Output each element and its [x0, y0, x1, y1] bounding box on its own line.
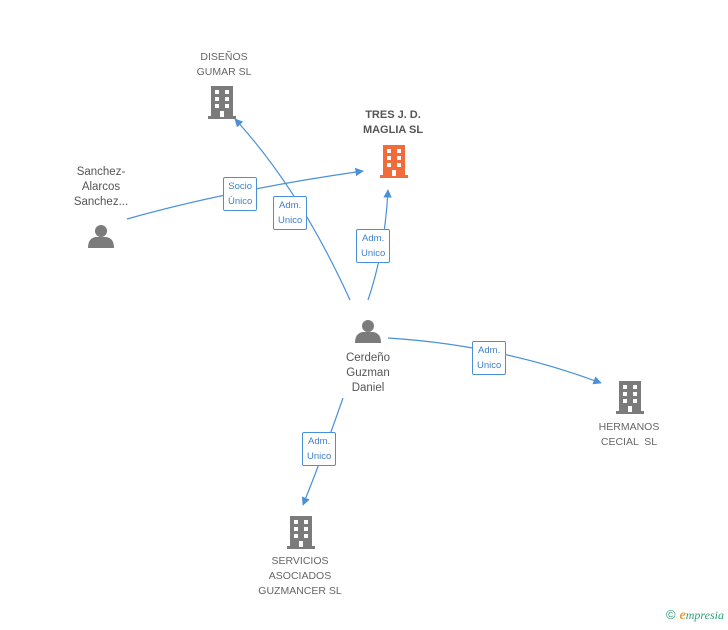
company-label-servicios-asociados[interactable]: SERVICIOS ASOCIADOS GUZMANCER SL	[258, 555, 342, 597]
edge-label-adm-unico-disenos[interactable]: Adm. Unico	[273, 196, 308, 230]
building-icon[interactable]	[380, 145, 408, 178]
empresia-logo-initial: e	[679, 608, 686, 623]
company-label-tres-jd-maglia[interactable]: TRES J. D. MAGLIA SL	[362, 109, 424, 136]
company-label-disenos-gumar[interactable]: DISEÑOS GUMAR SL	[196, 51, 252, 78]
building-icon[interactable]	[616, 381, 644, 414]
person-icon[interactable]	[355, 320, 381, 343]
edge-label-adm-unico-servicios[interactable]: Adm. Unico	[302, 432, 337, 466]
copyright-symbol: ©	[665, 607, 676, 622]
edges	[126, 118, 602, 506]
edge-label-socio-unico[interactable]: Socio Único	[223, 177, 258, 211]
empresia-credit[interactable]: ©empresia	[666, 607, 724, 624]
empresia-logo-text: mpresia	[685, 608, 724, 622]
building-icon[interactable]	[208, 86, 236, 119]
building-icon[interactable]	[287, 516, 315, 549]
person-label-cerdeno[interactable]: Cerdeño Guzman Daniel	[345, 352, 391, 394]
edge-label-adm-unico-hermanos[interactable]: Adm. Unico	[472, 341, 507, 375]
person-label-sanchez[interactable]: Sanchez- Alarcos Sanchez...	[73, 166, 129, 208]
edge-label-adm-unico-tres[interactable]: Adm. Unico	[356, 229, 391, 263]
person-icon[interactable]	[88, 225, 114, 248]
company-label-hermanos-cecial[interactable]: HERMANOS CECIAL SL	[598, 421, 660, 448]
